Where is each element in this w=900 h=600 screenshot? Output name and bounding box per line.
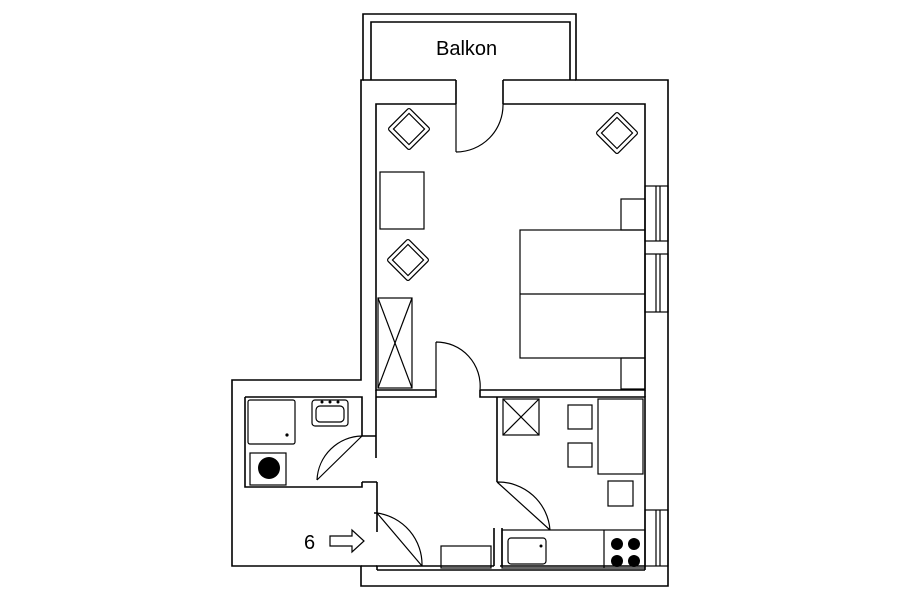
double-bed [519, 198, 646, 390]
entrance-door [376, 512, 423, 567]
outer-wall-line [231, 13, 669, 587]
chair-1 [567, 404, 593, 430]
bathroom-door [316, 435, 363, 481]
stove-icon [611, 538, 640, 567]
inner-wall-line-living [375, 103, 456, 391]
hall-cabinet [440, 545, 492, 569]
dining-table [597, 398, 644, 475]
bathroom-inner-wall [244, 390, 378, 513]
chair-3 [607, 480, 634, 507]
arrow-right-icon [329, 528, 365, 554]
living-room-door [435, 341, 481, 391]
kitchen-door [496, 481, 551, 531]
hall-inner-wall [362, 435, 494, 570]
inner-wall-line-living-right [480, 103, 646, 391]
balcony-label: Balkon [436, 38, 498, 60]
kitchen-cabinet [502, 398, 540, 436]
balcony-door-jamb [455, 80, 504, 104]
window-right-middle [644, 253, 669, 313]
wash-basin [311, 399, 349, 427]
wardrobe [377, 297, 413, 389]
window-right-upper [644, 185, 669, 242]
chair-2 [567, 442, 593, 468]
armchair-middle [387, 239, 429, 281]
kitchen-inner-wall [493, 396, 646, 567]
armchair-top-left [388, 108, 430, 150]
shower-tray [247, 399, 296, 445]
unit-number: 6 [304, 532, 316, 554]
kitchen-counter [501, 529, 646, 569]
window-right-kitchen [644, 509, 669, 567]
toilet-icon [249, 452, 287, 486]
wall-cap-lines [361, 390, 497, 567]
side-table [379, 171, 425, 230]
balcony-inner-line [363, 21, 576, 81]
armchair-top-right [596, 112, 638, 154]
balcony-door [455, 103, 504, 153]
